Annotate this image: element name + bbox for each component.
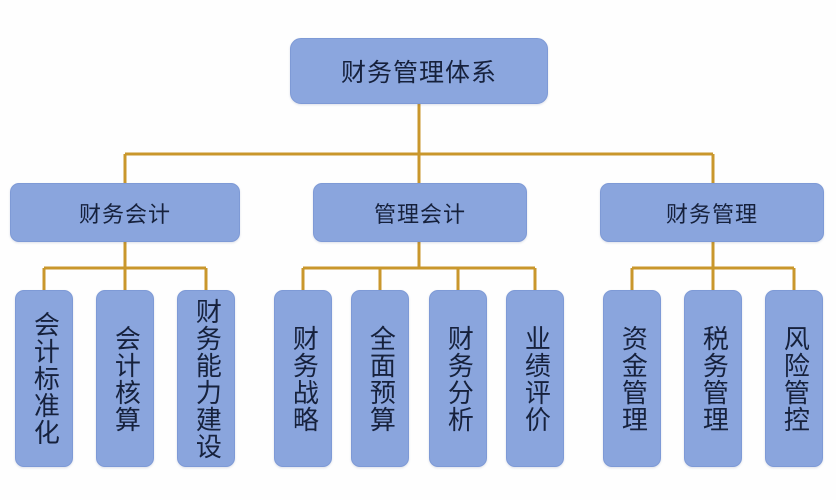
node-leaf-label: 财务能力建设 — [191, 297, 222, 460]
node-root-label: 财务管理体系 — [340, 58, 497, 87]
node-branch-management-accounting[interactable]: 管理会计 — [313, 183, 527, 242]
node-leaf-label: 财务战略 — [288, 324, 319, 433]
node-leaf-financial-strategy[interactable]: 财务战略 — [274, 290, 332, 467]
node-leaf-financial-analysis[interactable]: 财务分析 — [429, 290, 487, 467]
node-branch-label: 财务管理 — [665, 202, 758, 228]
node-leaf-tax-management[interactable]: 税务管理 — [684, 290, 742, 467]
node-branch-label: 财务会计 — [78, 202, 171, 228]
node-leaf-financial-capability-building[interactable]: 财务能力建设 — [177, 290, 235, 467]
node-leaf-accounting-calculation[interactable]: 会计核算 — [96, 290, 154, 467]
node-leaf-label: 税务管理 — [698, 324, 729, 433]
node-leaf-label: 全面预算 — [365, 324, 396, 433]
node-root[interactable]: 财务管理体系 — [290, 38, 548, 104]
node-leaf-comprehensive-budget[interactable]: 全面预算 — [351, 290, 409, 467]
node-leaf-label: 会计标准化 — [29, 311, 60, 446]
node-leaf-label: 业绩评价 — [520, 324, 551, 433]
node-leaf-label: 财务分析 — [443, 324, 474, 433]
node-leaf-accounting-standardization[interactable]: 会计标准化 — [15, 290, 73, 467]
node-leaf-label: 会计核算 — [110, 324, 141, 433]
node-leaf-label: 资金管理 — [617, 324, 648, 433]
node-branch-label: 管理会计 — [373, 202, 466, 228]
node-leaf-performance-evaluation[interactable]: 业绩评价 — [506, 290, 564, 467]
node-branch-financial-accounting[interactable]: 财务会计 — [10, 183, 240, 242]
node-leaf-label: 风险管控 — [779, 324, 810, 433]
node-leaf-fund-management[interactable]: 资金管理 — [603, 290, 661, 467]
node-leaf-risk-control[interactable]: 风险管控 — [765, 290, 823, 467]
node-branch-financial-management[interactable]: 财务管理 — [600, 183, 824, 242]
